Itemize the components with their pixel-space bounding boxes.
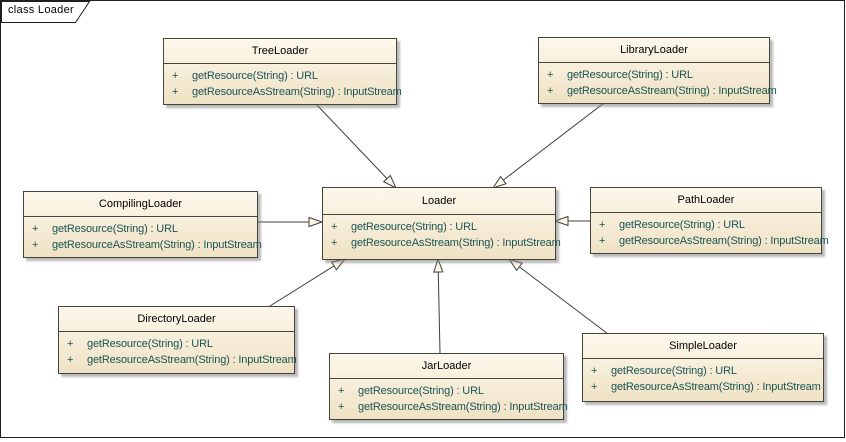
generalization-treeloader-to-loader[interactable] bbox=[315, 103, 398, 190]
methods-compartment: +getResource(String) : URL +getResourceA… bbox=[59, 332, 297, 368]
class-jarloader[interactable]: JarLoader +getResource(String) : URL +ge… bbox=[329, 353, 568, 420]
method-item: +getResource(String) : URL bbox=[338, 385, 484, 397]
method-item: +getResourceAsStream(String) : InputStre… bbox=[591, 381, 821, 393]
methods-compartment: +getResource(String) : URL +getResourceA… bbox=[330, 379, 568, 415]
frame-label-tab bbox=[1, 1, 91, 23]
methods-compartment: +getResource(String) : URL +getResourceA… bbox=[591, 213, 829, 249]
class-title: SimpleLoader bbox=[583, 334, 823, 359]
method-item: +getResourceAsStream(String) : InputStre… bbox=[338, 401, 568, 413]
method-item: +getResource(String) : URL bbox=[32, 223, 178, 235]
class-simpleloader[interactable]: SimpleLoader +getResource(String) : URL … bbox=[582, 333, 824, 402]
method-item: +getResource(String) : URL bbox=[591, 365, 737, 377]
class-treeloader[interactable]: TreeLoader +getResource(String) : URL +g… bbox=[163, 38, 402, 105]
frame-label: class Loader bbox=[8, 4, 74, 16]
class-title: Loader bbox=[323, 188, 555, 215]
generalization-directoryloader-to-loader[interactable] bbox=[269, 258, 347, 307]
method-item: +getResourceAsStream(String) : InputStre… bbox=[599, 235, 829, 247]
method-item: +getResource(String) : URL bbox=[547, 69, 693, 81]
method-item: +getResource(String) : URL bbox=[172, 70, 318, 82]
generalization-compilingloader-to-loader[interactable] bbox=[257, 216, 324, 228]
method-item: +getResourceAsStream(String) : InputStre… bbox=[32, 239, 262, 251]
class-loader[interactable]: Loader +getResource(String) : URL +getRe… bbox=[322, 187, 561, 260]
class-title: JarLoader bbox=[330, 354, 563, 379]
generalization-jarloader-to-loader[interactable] bbox=[433, 257, 444, 354]
methods-compartment: +getResource(String) : URL +getResourceA… bbox=[583, 359, 823, 395]
class-title: DirectoryLoader bbox=[59, 307, 294, 332]
generalization-pathloader-to-loader[interactable] bbox=[553, 215, 590, 227]
method-item: +getResource(String) : URL bbox=[331, 221, 477, 233]
methods-compartment: +getResource(String) : URL +getResourceA… bbox=[323, 215, 561, 251]
class-title: CompilingLoader bbox=[24, 192, 257, 217]
generalization-libraryloader-to-loader[interactable] bbox=[491, 102, 605, 189]
method-item: +getResource(String) : URL bbox=[599, 219, 745, 231]
methods-compartment: +getResource(String) : URL +getResourceA… bbox=[539, 63, 777, 99]
method-item: +getResourceAsStream(String) : InputStre… bbox=[67, 354, 297, 366]
class-title: LibraryLoader bbox=[539, 38, 769, 63]
class-directoryloader[interactable]: DirectoryLoader +getResource(String) : U… bbox=[58, 306, 297, 374]
method-item: +getResourceAsStream(String) : InputStre… bbox=[172, 86, 402, 98]
methods-compartment: +getResource(String) : URL +getResourceA… bbox=[164, 64, 402, 100]
method-item: +getResourceAsStream(String) : InputStre… bbox=[331, 237, 561, 249]
class-title: PathLoader bbox=[591, 188, 821, 213]
generalization-simpleloader-to-loader[interactable] bbox=[507, 258, 609, 335]
class-pathloader[interactable]: PathLoader +getResource(String) : URL +g… bbox=[590, 187, 829, 254]
methods-compartment: +getResource(String) : URL +getResourceA… bbox=[24, 217, 262, 253]
method-item: +getResourceAsStream(String) : InputStre… bbox=[547, 85, 777, 97]
class-libraryloader[interactable]: LibraryLoader +getResource(String) : URL… bbox=[538, 37, 777, 104]
method-item: +getResource(String) : URL bbox=[67, 338, 213, 350]
class-compilingloader[interactable]: CompilingLoader +getResource(String) : U… bbox=[23, 191, 262, 258]
class-title: TreeLoader bbox=[164, 39, 396, 64]
